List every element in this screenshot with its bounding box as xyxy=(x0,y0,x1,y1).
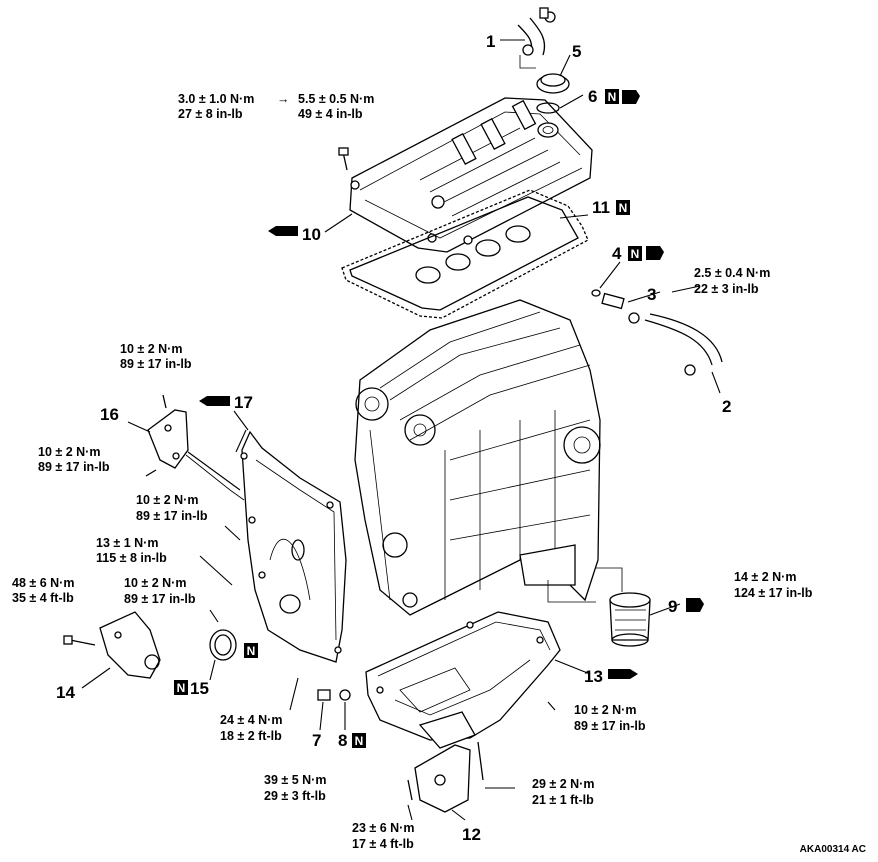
torque-pcv-inlb: 22 ± 3 in-lb xyxy=(694,282,759,296)
callout-9: 9 xyxy=(668,597,677,616)
svg-text:N: N xyxy=(355,734,364,748)
new-part-badge-6: N xyxy=(605,89,619,104)
timing-chain-case xyxy=(240,430,347,663)
svg-text:N: N xyxy=(619,201,628,215)
torque-chain-case-c-inlb: 89 ± 17 in-lb xyxy=(124,592,196,606)
torque-arrow: → xyxy=(277,92,290,106)
torque-rocker-cover-final-nm: 5.5 ± 0.5 N·m xyxy=(298,92,374,106)
torque-chain-case-low-ftlb: 18 ± 2 ft-lb xyxy=(220,729,282,743)
torque-drain-plug-ftlb: 29 ± 3 ft-lb xyxy=(264,789,326,803)
torque-oil-filter-inlb: 124 ± 17 in-lb xyxy=(734,586,813,600)
callout-6: 6 xyxy=(588,87,597,106)
callout-16: 16 xyxy=(100,405,119,424)
callout-13: 13 xyxy=(584,667,603,686)
pcv-hose xyxy=(628,312,723,376)
torque-rocker-cover-initial-nm: 3.0 ± 1.0 N·m xyxy=(178,92,254,106)
torque-bracket-top-nm: 10 ± 2 N·m xyxy=(120,342,182,356)
sealant-icon-13 xyxy=(608,669,638,679)
torque-bracket12-a-nm: 29 ± 2 N·m xyxy=(532,777,594,791)
oil-can-icon-4 xyxy=(646,246,664,260)
torque-rocker-cover-final-inlb: 49 ± 4 in-lb xyxy=(298,107,363,121)
svg-text:N: N xyxy=(608,90,617,104)
bracket-16-bolts xyxy=(145,394,167,477)
engine-support-bracket xyxy=(63,611,161,679)
callout-10: 10 xyxy=(302,225,321,244)
crankshaft-oil-seal xyxy=(209,629,237,661)
bracket-12 xyxy=(407,741,484,813)
torque-bracket-side-inlb: 89 ± 17 in-lb xyxy=(38,460,110,474)
drain-plug xyxy=(317,689,331,701)
callout-8: 8 xyxy=(338,731,347,750)
torque-oil-pan-nm: 10 ± 2 N·m xyxy=(574,703,636,717)
new-part-badge-15: N xyxy=(174,680,188,695)
torque-oil-filter-nm: 14 ± 2 N·m xyxy=(734,570,796,584)
new-part-badge-8: N xyxy=(352,733,366,748)
new-part-badge-chain-case: N xyxy=(244,643,258,658)
sealant-icon-17 xyxy=(199,396,230,406)
torque-chain-case-low-nm: 24 ± 4 N·m xyxy=(220,713,282,727)
callout-12: 12 xyxy=(462,825,481,844)
oil-filter-guide-lines xyxy=(547,567,623,603)
torque-drain-plug-nm: 39 ± 5 N·m xyxy=(264,773,326,787)
torque-rocker-cover-initial-inlb: 27 ± 8 in-lb xyxy=(178,107,243,121)
breather-hose xyxy=(517,7,556,56)
svg-text:N: N xyxy=(631,247,640,261)
oil-can-icon-6 xyxy=(622,90,640,104)
torque-bracket-side-nm: 10 ± 2 N·m xyxy=(38,445,100,459)
callout-5: 5 xyxy=(572,42,581,61)
oil-can-icon-9 xyxy=(686,598,704,612)
callout-17: 17 xyxy=(234,393,253,412)
callout-4: 4 xyxy=(612,244,622,263)
callout-2: 2 xyxy=(722,397,731,416)
rocker-cover-bolt xyxy=(338,147,349,171)
torque-chain-case-a-inlb: 89 ± 17 in-lb xyxy=(136,509,208,523)
torque-pcv-nm: 2.5 ± 0.4 N·m xyxy=(694,266,770,280)
pcv-valve xyxy=(591,289,625,310)
torque-oil-pan-inlb: 89 ± 17 in-lb xyxy=(574,719,646,733)
sealant-icon-10 xyxy=(268,226,298,236)
torque-bracket12-a-ftlb: 21 ± 1 ft-lb xyxy=(532,793,594,807)
callout-15: 15 xyxy=(190,679,209,698)
torque-chain-case-c-nm: 10 ± 2 N·m xyxy=(124,576,186,590)
engine-block xyxy=(354,299,601,616)
oil-filter xyxy=(609,592,651,647)
figure-code: AKA00314 AC xyxy=(800,844,866,855)
torque-support-ftlb: 35 ± 4 ft-lb xyxy=(12,591,74,605)
rocker-cover-gasket xyxy=(341,189,589,319)
new-part-badge-4: N xyxy=(628,246,642,261)
callout-14: 14 xyxy=(56,683,75,702)
new-part-badge-11: N xyxy=(616,200,630,215)
torque-bracket-top-inlb: 89 ± 17 in-lb xyxy=(120,357,192,371)
leader-lines xyxy=(81,39,721,821)
torque-bracket12-b-nm: 23 ± 6 N·m xyxy=(352,821,414,835)
torque-bracket12-b-ftlb: 17 ± 4 ft-lb xyxy=(352,837,414,851)
oil-pan xyxy=(365,611,561,749)
oil-filler-cap xyxy=(536,73,570,94)
rocker-cover xyxy=(349,97,593,253)
svg-text:N: N xyxy=(247,644,256,658)
callout-7: 7 xyxy=(312,731,321,750)
callout-1: 1 xyxy=(486,32,495,51)
torque-chain-case-b-nm: 13 ± 1 N·m xyxy=(96,536,158,550)
o-ring xyxy=(536,102,560,114)
drain-plug-gasket xyxy=(339,689,351,701)
svg-text:N: N xyxy=(177,681,186,695)
torque-chain-case-b-inlb: 115 ± 8 in-lb xyxy=(96,551,167,565)
callout-3: 3 xyxy=(647,285,656,304)
bracket-16 xyxy=(147,409,189,469)
torque-support-nm: 48 ± 6 N·m xyxy=(12,576,74,590)
callout-11: 11 xyxy=(592,198,610,217)
torque-chain-case-a-nm: 10 ± 2 N·m xyxy=(136,493,198,507)
